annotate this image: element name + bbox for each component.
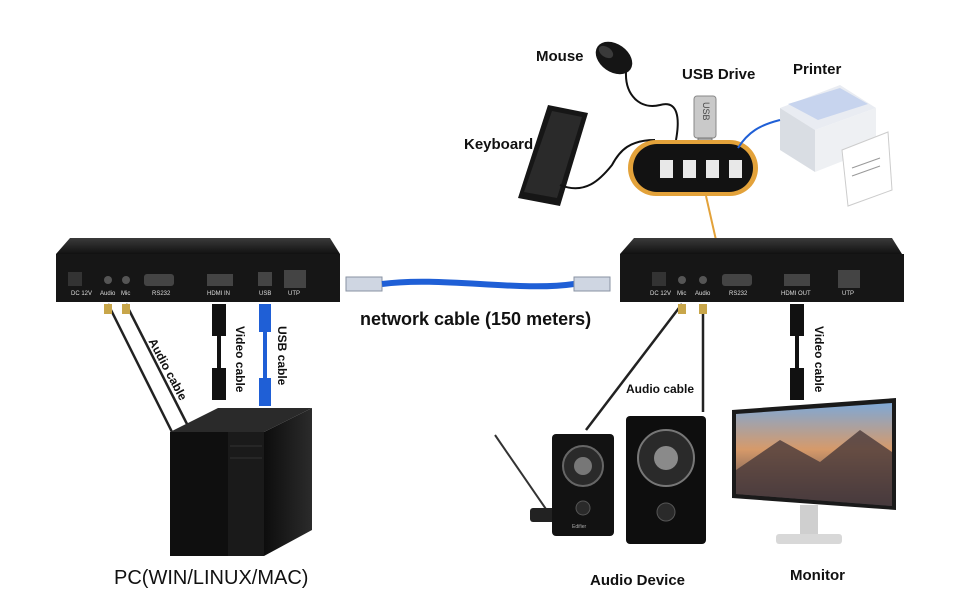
right-audio-cable-label: Audio cable [626, 382, 695, 396]
left-audio-cables [104, 303, 190, 433]
tx-port-utp: UTP [288, 291, 300, 297]
receiver-box [620, 238, 904, 302]
usb-drive-label: USB Drive [682, 66, 756, 83]
tx-port-hdmi-in: HDMI IN [207, 291, 230, 297]
mouse-icon [595, 41, 633, 75]
monitor-label: Monitor [790, 567, 845, 584]
usb-hub [628, 140, 758, 196]
tx-port-dc: DC 12V [71, 291, 93, 297]
transmitter-box [56, 238, 340, 302]
monitor-icon [732, 398, 896, 544]
hub-cable [705, 195, 717, 241]
tx-port-audio: Audio [100, 291, 116, 297]
tx-port-usb: USB [259, 291, 272, 297]
speakers-icon [494, 416, 706, 544]
right-video-cable-label: Video cable [812, 326, 826, 393]
left-usb-cable [259, 304, 271, 406]
mouse-label: Mouse [536, 48, 584, 65]
usb-cable-label: USB cable [275, 326, 289, 386]
tx-port-mic: Mic [121, 291, 131, 297]
printer-cable [737, 119, 781, 149]
printer-label: Printer [793, 61, 842, 78]
keyboard-cable [559, 139, 656, 190]
left-video-cable-label: Video cable [233, 326, 247, 393]
speaker-brand-text: Edifier [572, 524, 587, 530]
network-cable-label: network cable (150 meters) [360, 309, 592, 329]
rx-port-audio: Audio [695, 291, 711, 297]
right-audio-cables [585, 303, 707, 431]
rx-port-hdmi-out: HDMI OUT [781, 291, 811, 297]
pc-tower-icon [170, 408, 312, 556]
right-video-cable [790, 304, 804, 400]
rx-port-utp: UTP [842, 291, 854, 297]
rx-port-dc: DC 12V [650, 291, 672, 297]
rx-port-rs232: RS232 [729, 291, 748, 297]
keyboard-icon [518, 105, 588, 206]
pc-label: PC(WIN/LINUX/MAC) [114, 567, 309, 589]
usb-drive-text: USB [701, 102, 711, 121]
rx-port-mic: Mic [677, 291, 687, 297]
audio-device-label: Audio Device [590, 572, 686, 589]
left-video-cable [212, 304, 226, 400]
tx-port-rs232: RS232 [152, 291, 171, 297]
printer-icon [780, 85, 893, 207]
mouse-cable [624, 71, 679, 141]
keyboard-label: Keyboard [464, 136, 534, 153]
network-cable [345, 276, 611, 292]
